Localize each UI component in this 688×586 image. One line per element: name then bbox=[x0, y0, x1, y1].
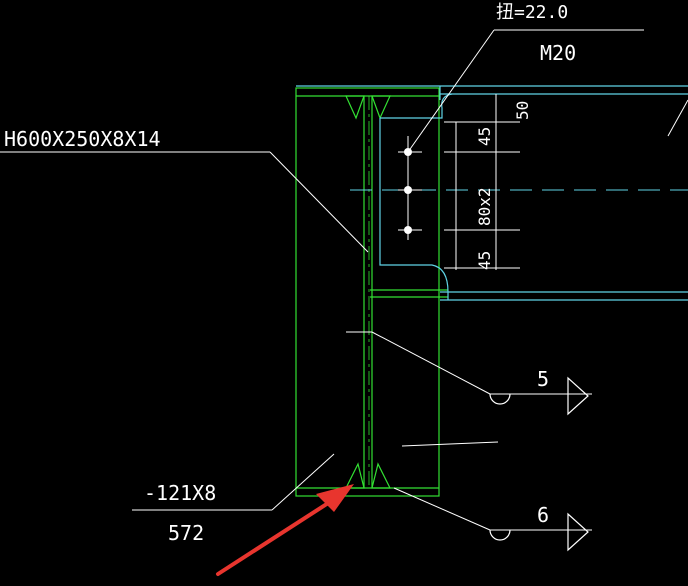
dim-50-label: 50 bbox=[513, 101, 532, 120]
plate-length-label: 572 bbox=[168, 521, 204, 545]
weld-triangle-icon bbox=[345, 95, 391, 489]
bolt-symbol-icon bbox=[404, 148, 412, 234]
section-mark-6-label: 6 bbox=[537, 503, 549, 527]
column-outline bbox=[295, 87, 448, 497]
dim-45-bottom-label: 45 bbox=[475, 251, 494, 270]
dim-45-top-label: 45 bbox=[475, 127, 494, 146]
section-arrow-icon bbox=[489, 376, 589, 552]
section-mark-5-label: 5 bbox=[537, 367, 549, 391]
annotation-lines bbox=[0, 29, 644, 531]
red-pointer-arrow-icon bbox=[216, 484, 354, 576]
bolt-size-label: M20 bbox=[540, 41, 576, 65]
bolt-dimension-label: 扭=22.0 bbox=[496, 2, 568, 23]
dim-80x2-label: 80x2 bbox=[475, 187, 494, 226]
section-main-label: H600X250X8X14 bbox=[4, 127, 161, 151]
beam-outline bbox=[296, 85, 688, 301]
plate-size-label: -121X8 bbox=[144, 481, 216, 505]
